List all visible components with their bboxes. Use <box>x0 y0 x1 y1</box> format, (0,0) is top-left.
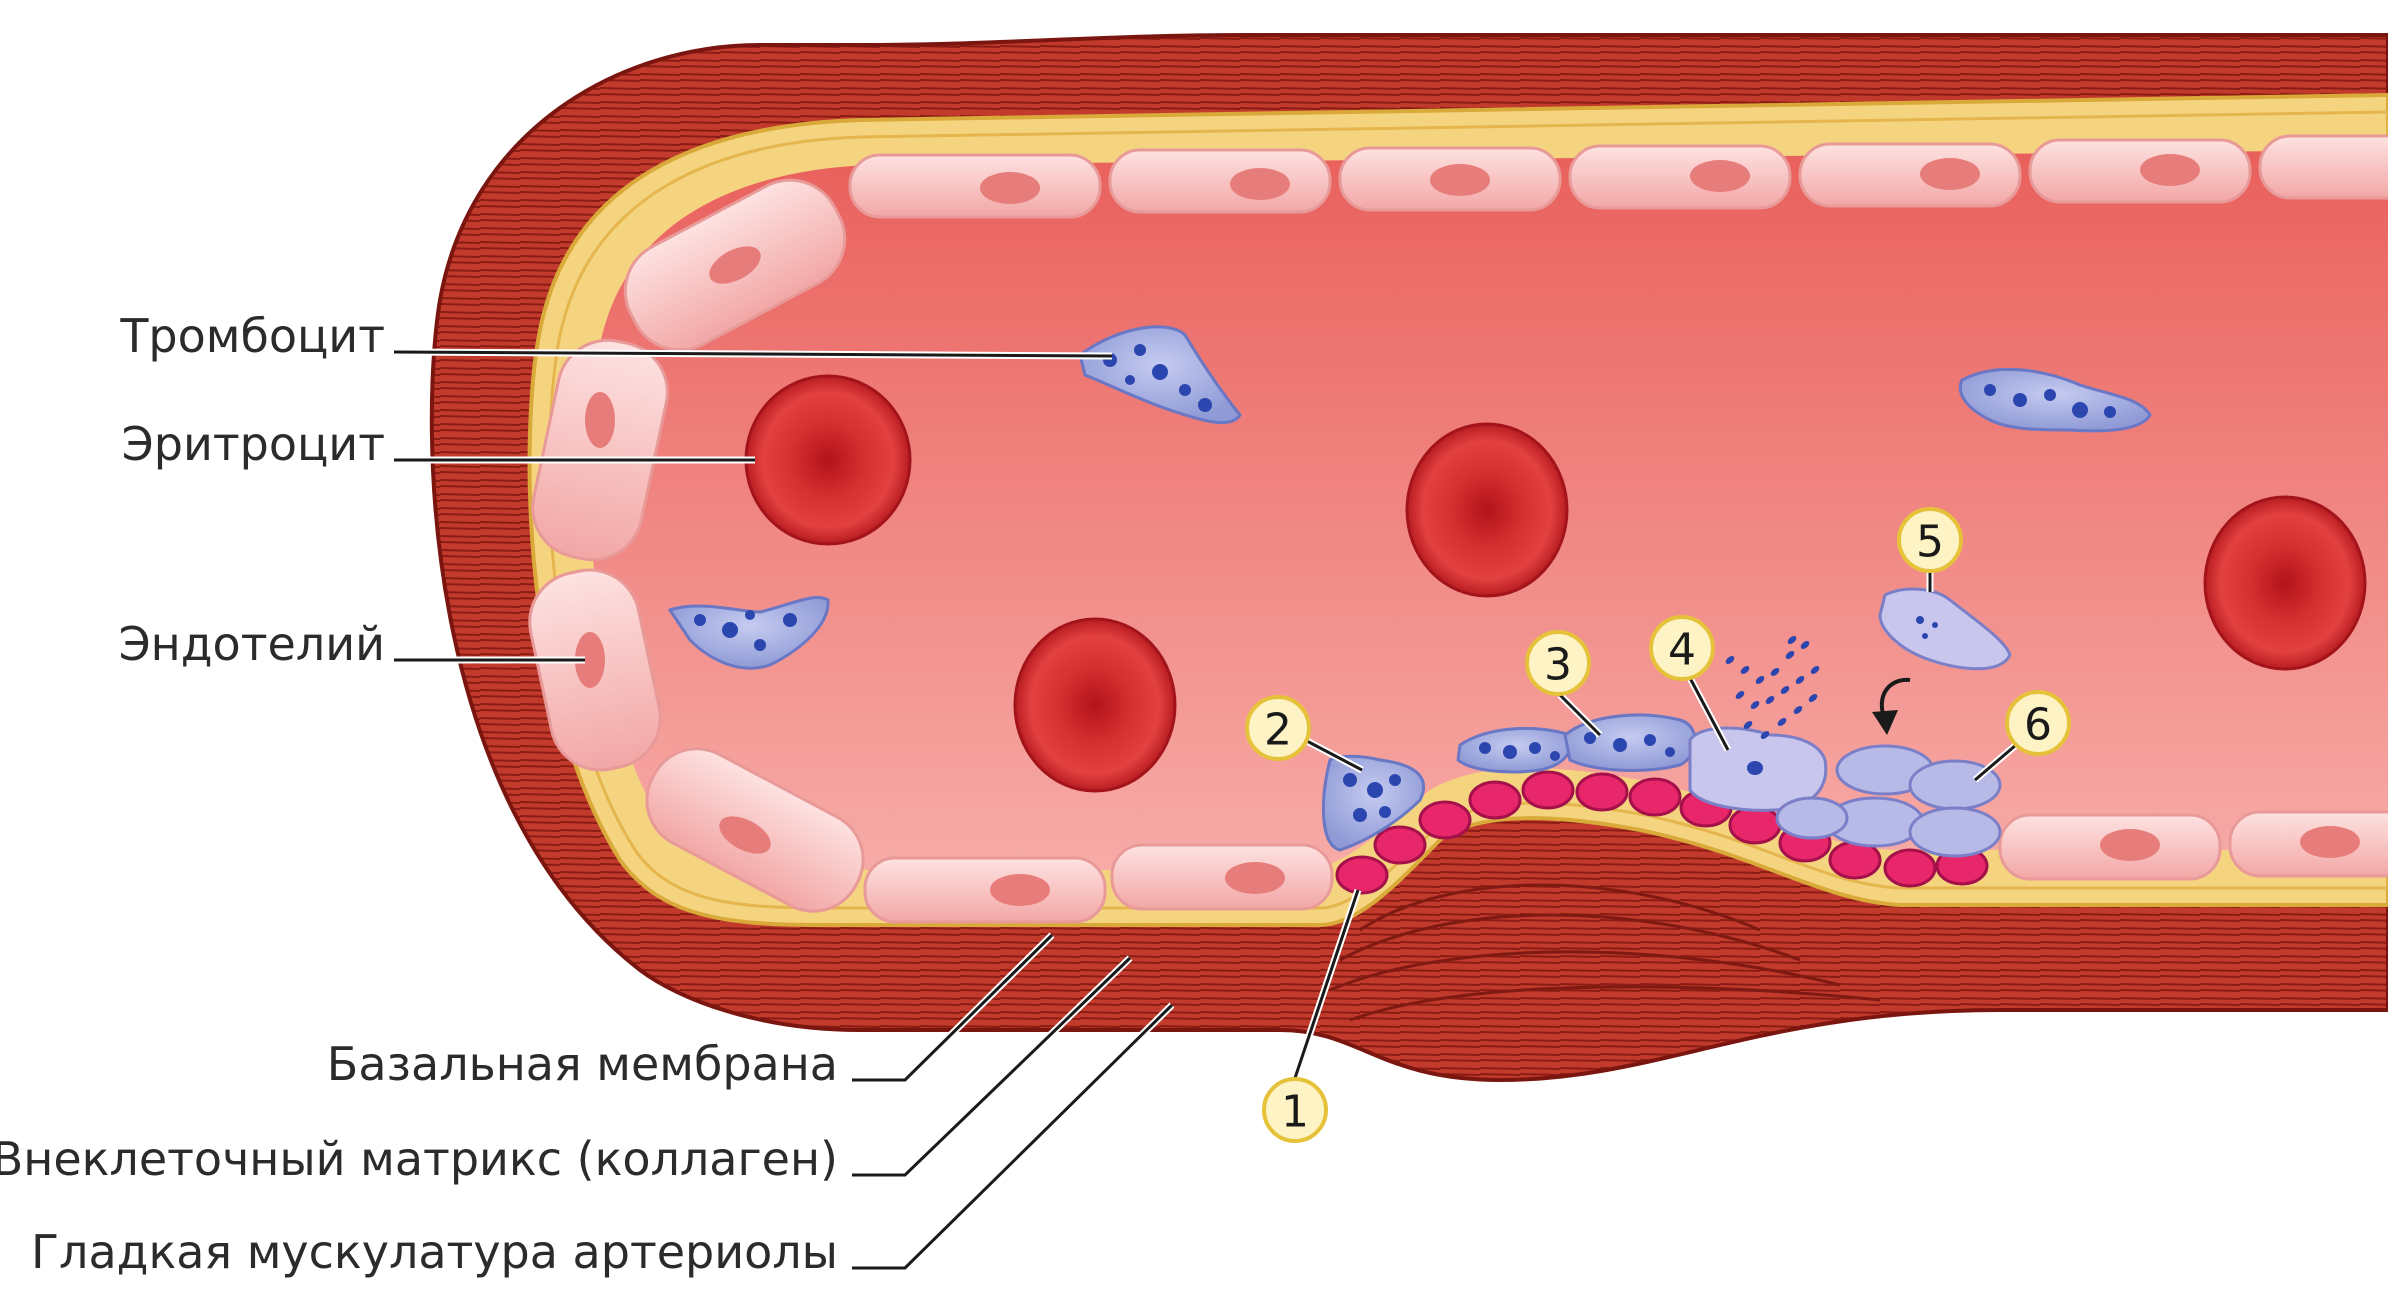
step-number: 4 <box>1668 625 1696 676</box>
step-number: 6 <box>2024 700 2052 751</box>
endothelial-cell <box>2030 140 2250 202</box>
endothelial-cell <box>1112 845 1332 909</box>
step-number: 1 <box>1281 1087 1309 1138</box>
endothelial-cell <box>1110 150 1330 212</box>
endothelial-cell <box>865 858 1105 922</box>
endothelial-cell <box>2230 812 2388 876</box>
smooth-muscle-label: Гладкая мускулатура артериолы <box>31 1225 838 1279</box>
endothelial-cell <box>2000 815 2220 879</box>
step-number: 5 <box>1916 517 1944 568</box>
endothelial-cell <box>1800 144 2020 206</box>
basement-membrane-label: Базальная мембрана <box>327 1037 838 1091</box>
endothelial-cell <box>2260 136 2388 198</box>
erythrocyte <box>1407 424 1567 596</box>
erythrocyte-label: Эритроцит <box>122 417 385 471</box>
erythrocyte <box>1015 619 1175 791</box>
endothelial-cell <box>1570 146 1790 208</box>
extracellular-matrix-label: Внеклеточный матрикс (коллаген) <box>0 1132 838 1186</box>
platelet-label: Тромбоцит <box>119 309 385 363</box>
endothelial-cell <box>850 155 1100 217</box>
erythrocyte <box>746 376 910 544</box>
step-number: 3 <box>1544 640 1572 691</box>
endothelial-cell <box>1340 148 1560 210</box>
erythrocyte <box>2205 497 2365 669</box>
step-number: 2 <box>1264 705 1292 756</box>
endothelium-label: Эндотелий <box>119 617 385 671</box>
